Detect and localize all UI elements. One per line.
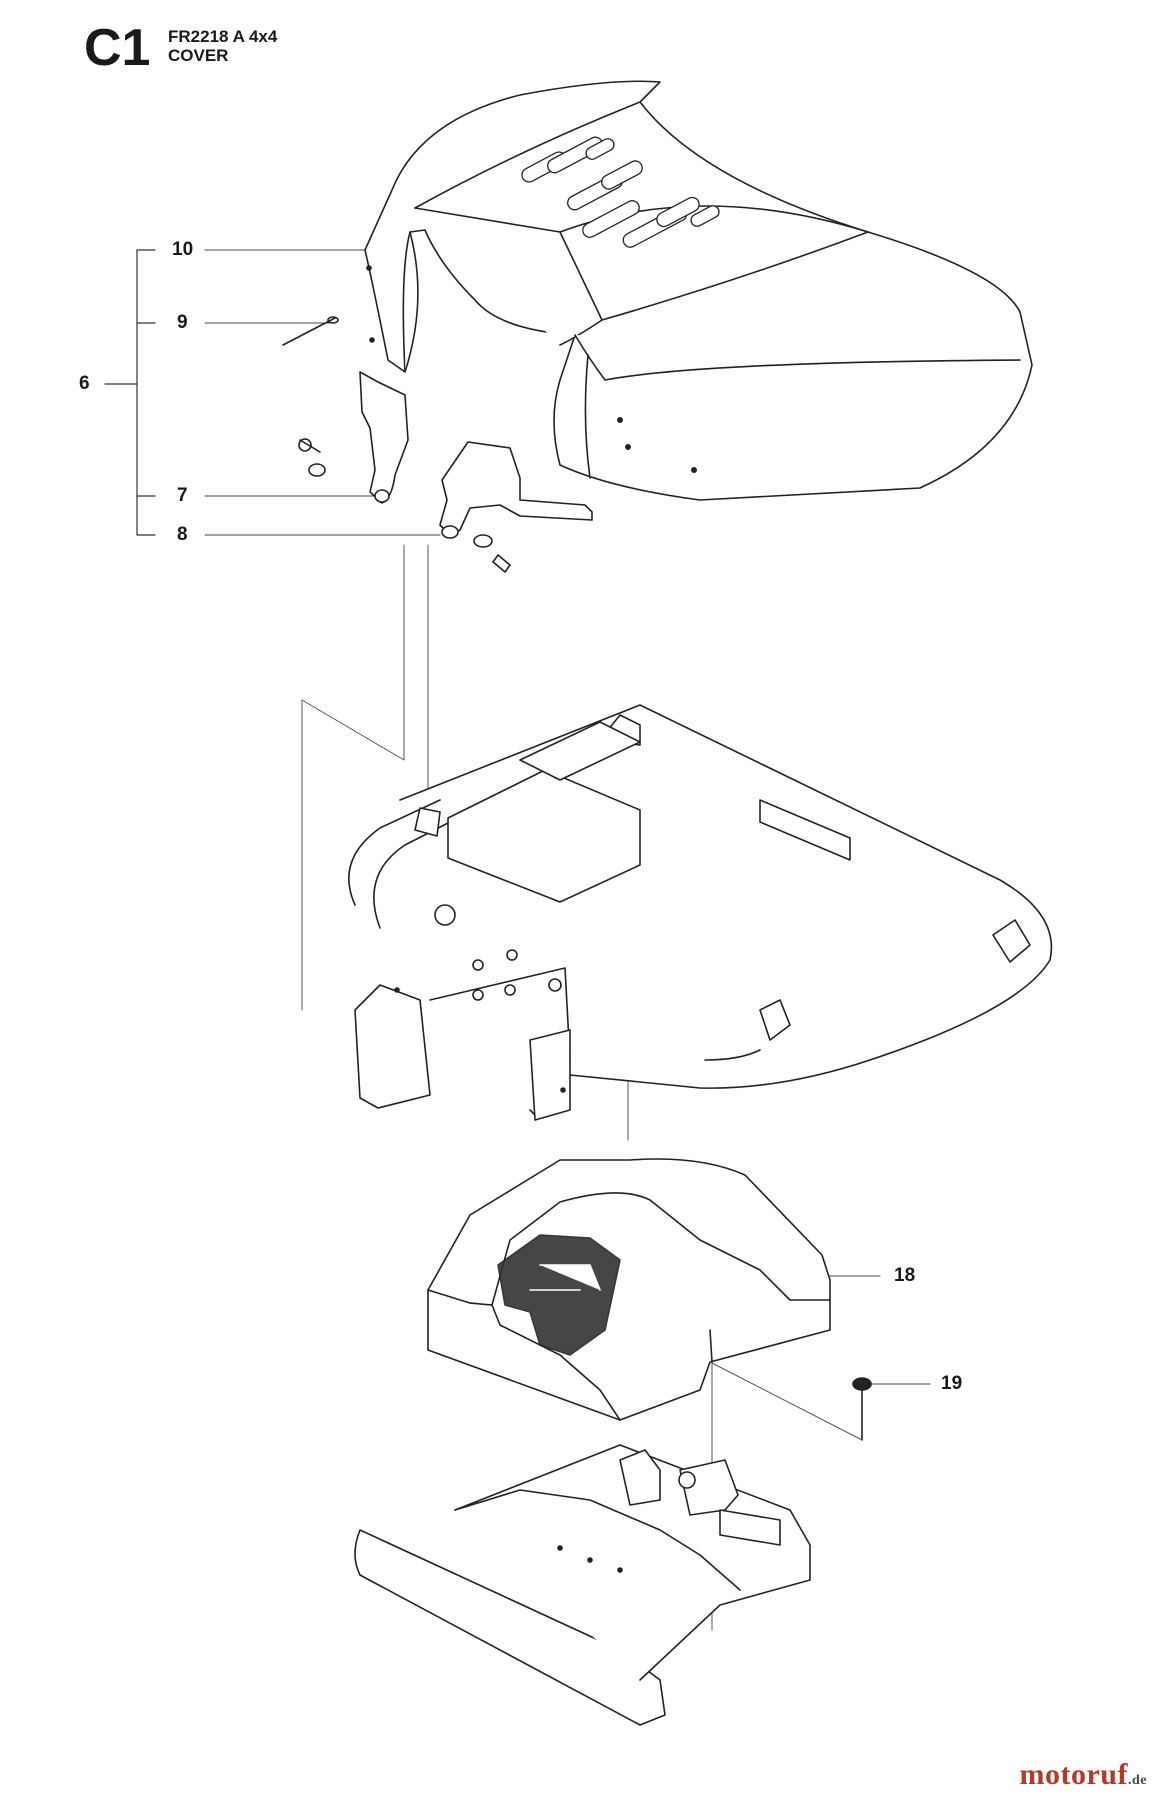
callout-8: 8	[177, 524, 188, 545]
callout-6: 6	[79, 373, 90, 394]
callout-bracket-6	[104, 249, 156, 536]
callout-7: 7	[177, 485, 188, 506]
diagram-header: C1 FR2218 A 4x4 COVER	[0, 0, 400, 90]
lower-frame	[348, 704, 1053, 1121]
callout-10: 10	[172, 239, 194, 260]
screw-part-19	[709, 1361, 872, 1441]
hood-cover	[364, 80, 1033, 501]
hinge-left-part-7	[298, 371, 409, 504]
callout-9: 9	[177, 312, 188, 333]
seat-base-frame	[354, 1444, 811, 1726]
model-name: FR2218 A 4x4	[168, 27, 278, 46]
watermark-tld: .de	[1128, 1773, 1147, 1788]
seat-cover-part-18	[427, 1158, 831, 1421]
hinge-right-part-8	[439, 441, 593, 573]
watermark-main: motoruf	[1019, 1758, 1128, 1791]
pin-part-9	[282, 316, 339, 346]
callout-19: 19	[941, 1373, 963, 1394]
callout-18: 18	[894, 1265, 916, 1286]
leader-lines	[204, 249, 931, 1385]
section-code: C1	[84, 19, 151, 77]
watermark-logo: motoruf.de	[1020, 1758, 1147, 1792]
diagram-title: COVER	[168, 46, 229, 65]
